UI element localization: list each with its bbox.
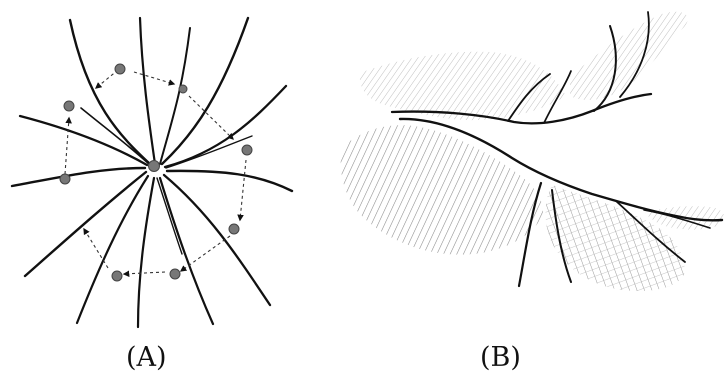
tentacles (12, 18, 292, 327)
tentacle-bottom-right (160, 178, 213, 324)
tentacle-bottom-inner (157, 178, 182, 254)
dot-bottom-right (170, 269, 180, 279)
arrow-1 (96, 70, 118, 88)
panel-a-caption: (A) (126, 344, 167, 371)
tentacle-left-lower (25, 172, 146, 276)
tentacle-upper-left-inner (81, 108, 149, 164)
panel-b-figure (330, 0, 728, 340)
tentacle-left (12, 168, 145, 186)
tentacle-top (140, 18, 155, 164)
dot-right (242, 145, 252, 155)
arrow-8 (65, 118, 69, 174)
tentacle-top-inner (160, 28, 190, 164)
tentacle-right-inner (166, 136, 252, 168)
tentacle-bottom-left (77, 176, 148, 323)
arrow-2 (134, 72, 174, 84)
panel-a-figure (0, 0, 320, 340)
dot-left-lower (60, 174, 70, 184)
tentacle-top-left (70, 20, 150, 164)
tentacle-right (167, 171, 292, 191)
hatched-regions (341, 12, 725, 291)
dot-left-upper (64, 101, 74, 111)
panel-b-svg (330, 0, 728, 340)
dot-bottom (112, 271, 122, 281)
tentacle-right-upper (165, 86, 286, 167)
dot-top (115, 64, 125, 74)
tentacle-bottom (138, 178, 154, 327)
hatched-region-left-lower (341, 125, 543, 255)
dot-lower-right (229, 224, 239, 234)
panel-b-caption: (B) (480, 344, 521, 371)
arrow-6 (124, 272, 165, 274)
dot-center (149, 161, 160, 172)
arrow-4 (240, 160, 246, 220)
dot-top-right (179, 85, 187, 93)
arrow-7 (84, 229, 108, 268)
panel-a-svg (0, 0, 320, 340)
